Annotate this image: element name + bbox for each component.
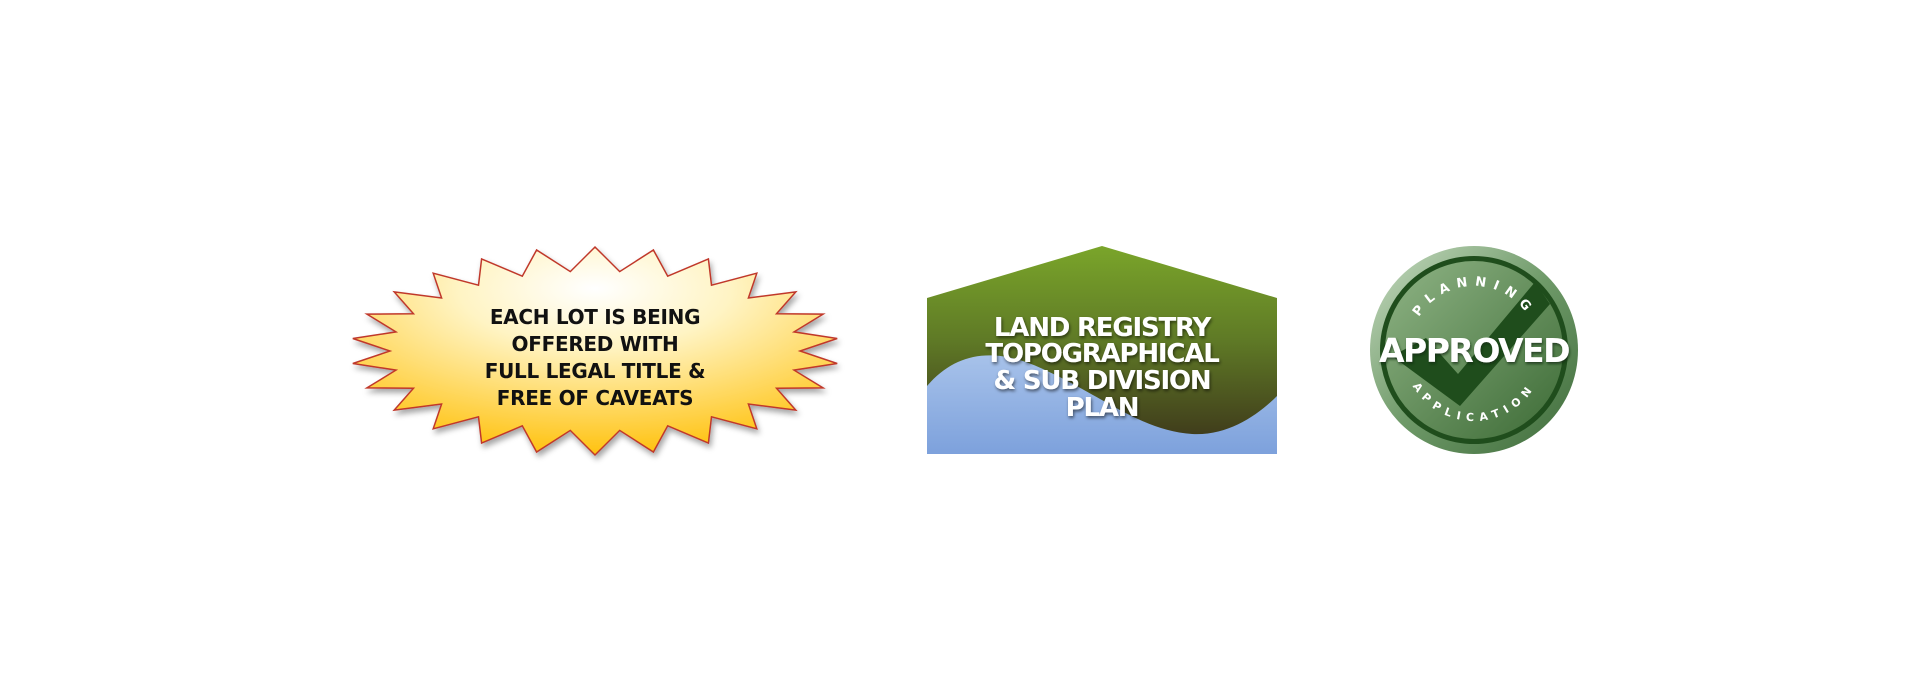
starburst-line-2: OFFERED WITH — [512, 332, 679, 356]
seal-main-text: APPROVED — [1379, 331, 1569, 370]
water-wave — [927, 355, 1277, 454]
house-shape — [927, 246, 1277, 454]
starburst-badge: EACH LOT IS BEING OFFERED WITH FULL LEGA… — [345, 243, 845, 461]
house-line-2: TOPOGRAPHICAL — [985, 339, 1219, 369]
house-line-3: & SUB DIVISION — [994, 366, 1211, 396]
starburst-line-3: FULL LEGAL TITLE & — [485, 359, 706, 383]
house-line-1: LAND REGISTRY — [994, 313, 1213, 343]
starburst-graphic: EACH LOT IS BEING OFFERED WITH FULL LEGA… — [352, 245, 838, 457]
starburst-line-4: FREE OF CAVEATS — [497, 386, 693, 410]
checkmark-icon — [1392, 282, 1550, 406]
land-registry-badge: LAND REGISTRY TOPOGRAPHICAL & SUB DIVISI… — [927, 246, 1277, 454]
starburst-shape — [352, 245, 838, 457]
house-line-4: PLAN — [1066, 393, 1139, 423]
starburst-line-1: EACH LOT IS BEING — [490, 305, 700, 329]
planning-approved-seal: PLANNING APPLICATION APPROVED — [1370, 246, 1578, 454]
seal-graphic: PLANNING APPLICATION APPROVED — [1370, 246, 1578, 454]
house-graphic: LAND REGISTRY TOPOGRAPHICAL & SUB DIVISI… — [927, 246, 1277, 454]
